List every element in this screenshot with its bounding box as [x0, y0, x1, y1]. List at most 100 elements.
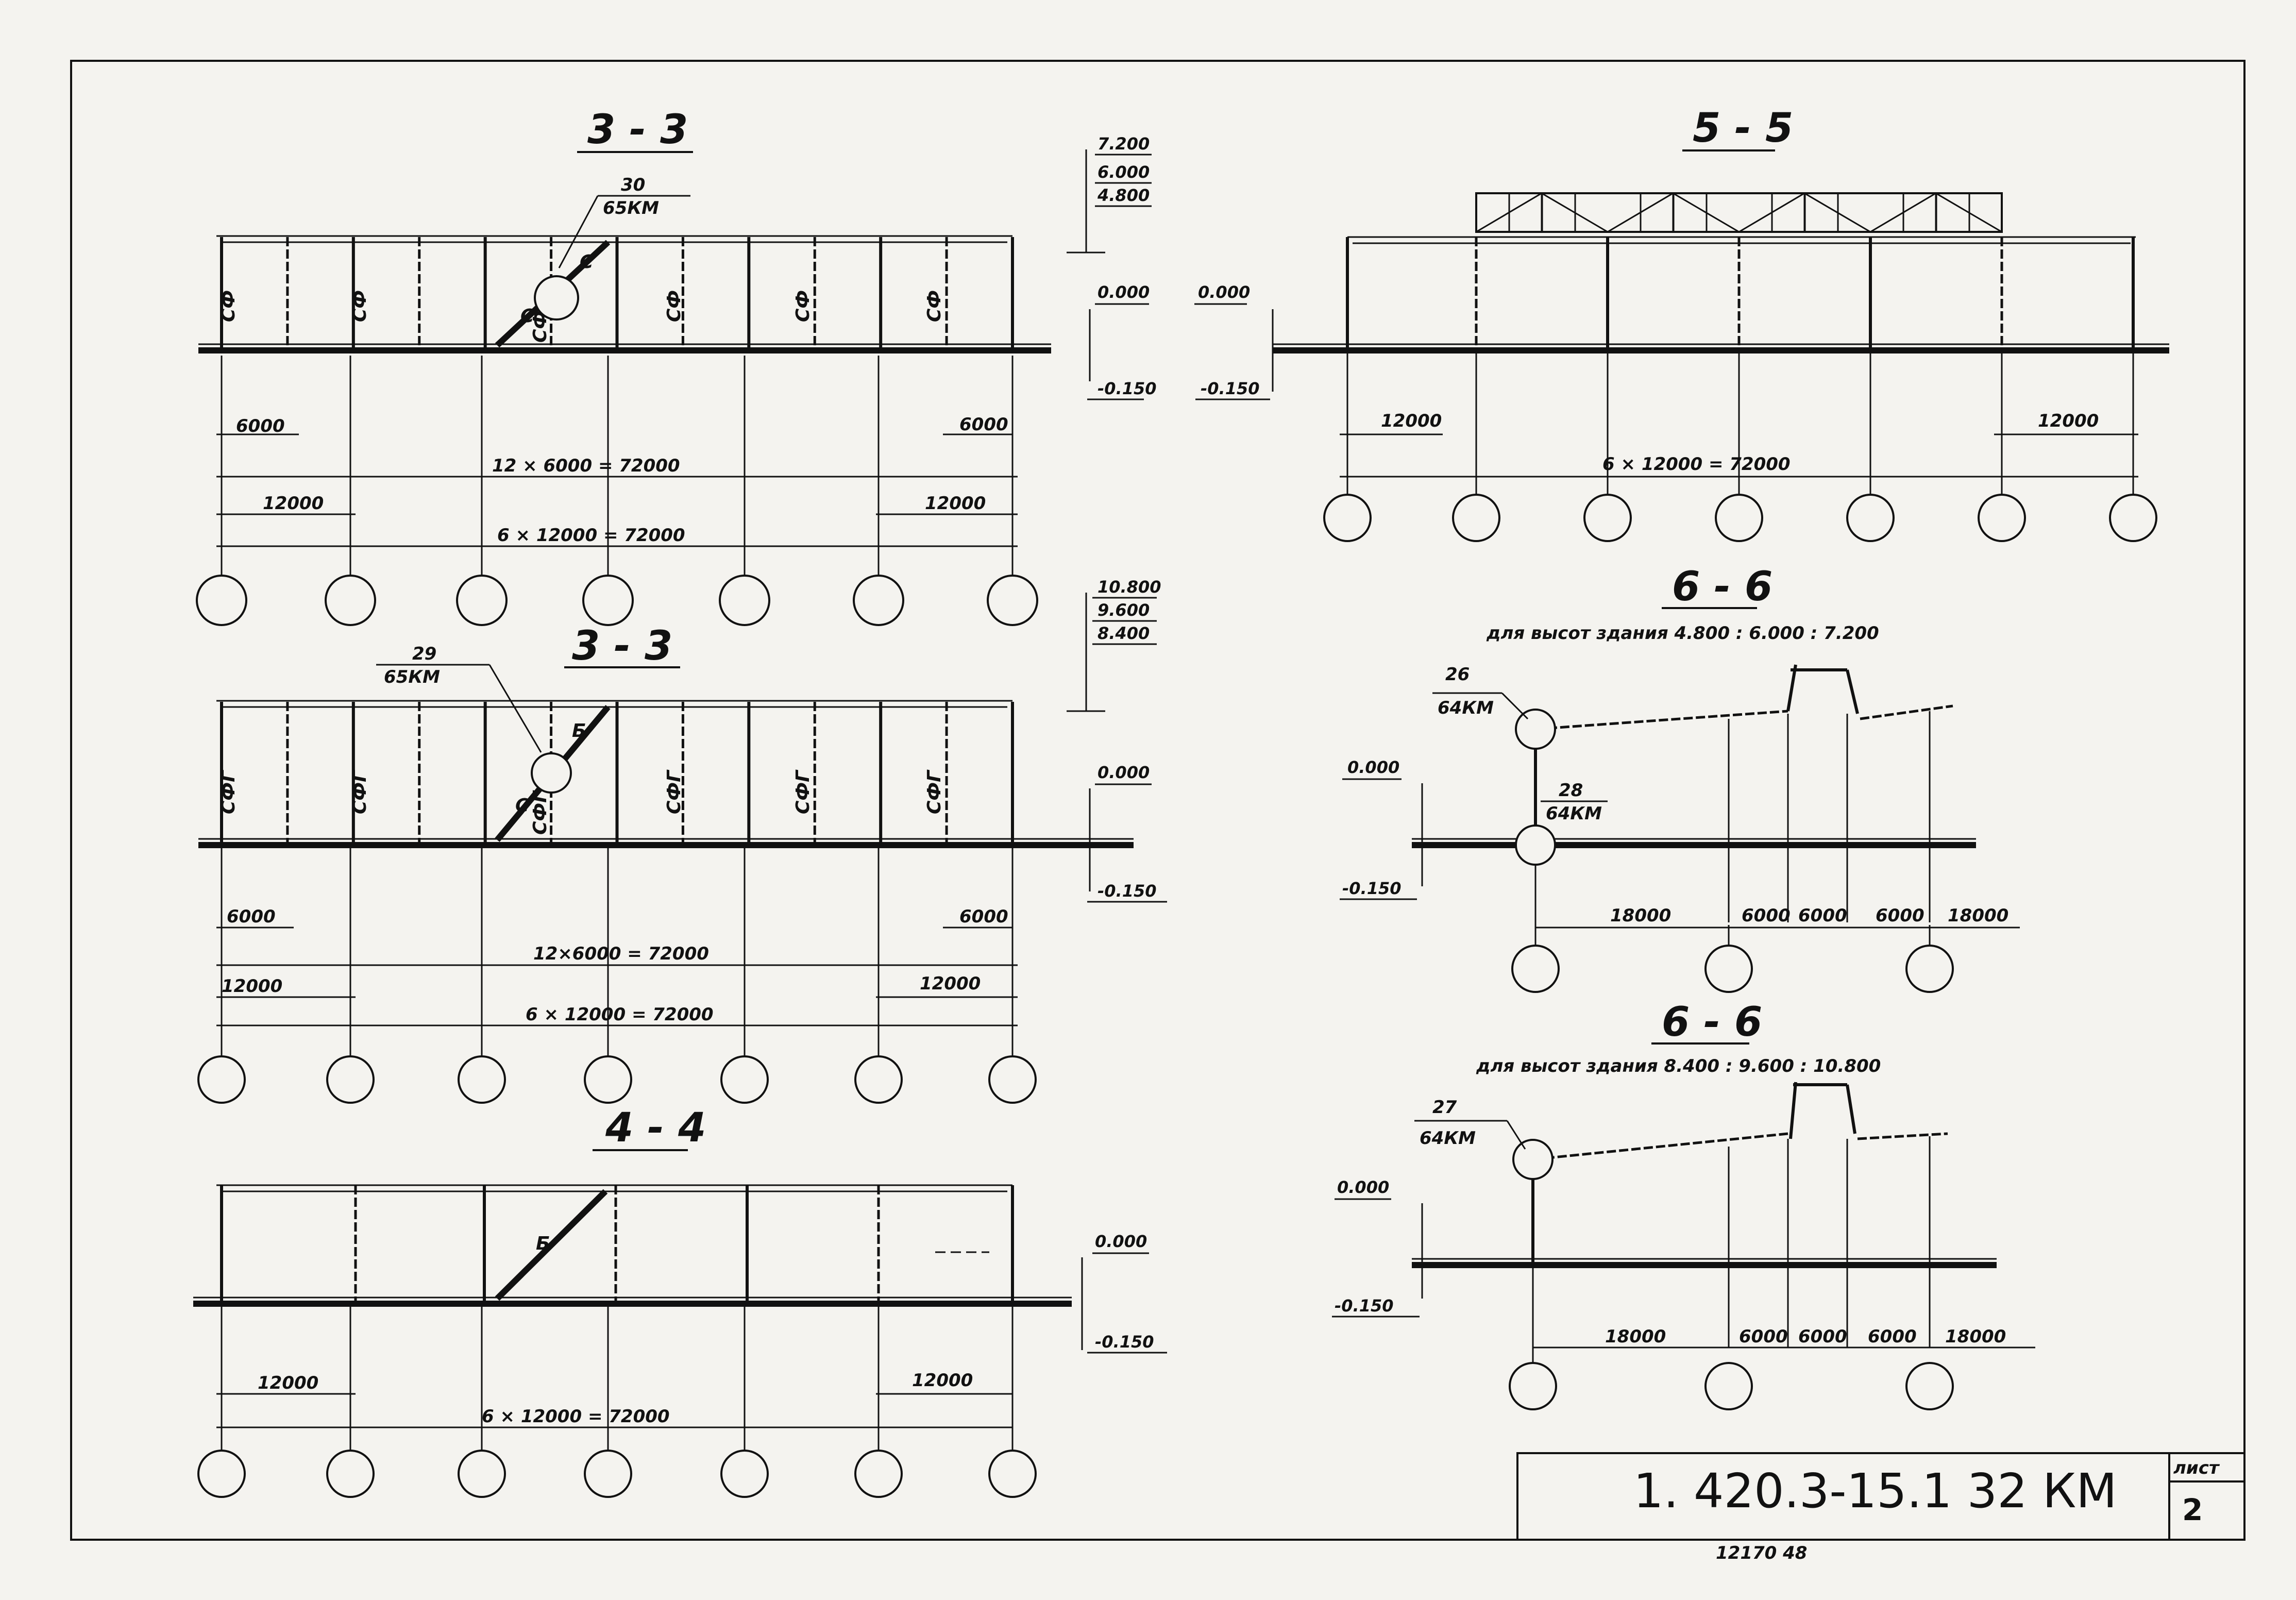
panel-label: СФ: [792, 290, 814, 322]
section-6-6-upper: 6 - 6 для высот здания 4.800 : 6.000 : 7…: [1340, 564, 2020, 993]
panel-label: СФГ: [664, 769, 685, 814]
grid-axis-bubble: [987, 575, 1038, 626]
ground-level: 0.000: [1098, 282, 1150, 302]
grid-axis-bubble: [584, 1055, 632, 1104]
brace-label: Б: [572, 720, 586, 742]
section-title: 3 - 3: [572, 623, 672, 669]
dim: 18000: [1948, 905, 2008, 926]
callout-number: 29: [412, 644, 436, 664]
dim: 18000: [1605, 1326, 1666, 1347]
section-subtitle: для высот здания 4.800 : 6.000 : 7.200: [1486, 623, 1879, 644]
grid-axis-bubble: [582, 575, 634, 626]
grid-axis-bubble: [1323, 494, 1372, 542]
callout-sheet: 64КМ: [1438, 698, 1494, 718]
panel-label: СФГ: [792, 769, 814, 814]
section-subtitle: для высот здания 8.400 : 9.600 : 10.800: [1476, 1056, 1881, 1076]
panel-label: СФГ: [349, 769, 370, 814]
dim-12000: 12000: [925, 493, 986, 514]
grid-axis-bubble: [1715, 494, 1763, 542]
dim: 6000: [1798, 905, 1847, 926]
panel-label: СФ: [924, 290, 945, 322]
ground-level: 0.000: [1198, 282, 1250, 302]
callout-sheet: 65КМ: [384, 667, 440, 687]
grid-axis-bubble: [456, 575, 508, 626]
brace-label: Б: [536, 1233, 550, 1254]
dim-12000: 12000: [2038, 411, 2099, 431]
ground-level: 0.000: [1095, 1232, 1147, 1251]
grid-axis-bubble: [853, 575, 904, 626]
dim: 18000: [1610, 905, 1671, 926]
grid-axis-bubble: [720, 1055, 769, 1104]
section-title: 6 - 6: [1672, 564, 1772, 610]
callout-number: 30: [621, 175, 645, 195]
panel-label: СФГ: [218, 769, 239, 814]
brace-label: С: [515, 795, 529, 816]
level-mark: 6.000: [1098, 162, 1150, 182]
panel-label: СФ: [349, 290, 370, 322]
callout-number: 27: [1432, 1097, 1457, 1118]
section-4-4: 4 - 4 Б 0.000 -0.150 12000 12000 6 × 120…: [193, 1105, 1167, 1498]
grid-axis-bubble: [2109, 494, 2157, 542]
dim: 6000: [1876, 905, 1924, 926]
inventory-number: 12170 48: [1716, 1543, 1807, 1563]
dim-total: 6 × 12000 = 72000: [1602, 454, 1791, 475]
document-code: 1. 420.3-15.1 32 КМ: [1633, 1463, 2117, 1519]
dim-total: 6 × 12000 = 72000: [497, 525, 685, 546]
grid-axis-bubble: [854, 1450, 903, 1498]
ground-level: 0.000: [1098, 763, 1150, 782]
section-title: 4 - 4: [605, 1105, 706, 1151]
ground-level: -0.150: [1342, 879, 1402, 898]
callout-sheet: 64КМ: [1420, 1128, 1476, 1149]
brace-label: С: [580, 251, 594, 273]
level-mark: 7.200: [1098, 134, 1150, 154]
dim-12000: 12000: [920, 973, 981, 994]
dim-total: 12×6000 = 72000: [533, 944, 709, 964]
panel-label: СФГ: [924, 769, 945, 814]
grid-axis-bubble: [988, 1055, 1037, 1104]
grid-axis-bubble: [326, 1450, 375, 1498]
ground-level: -0.150: [1335, 1296, 1394, 1316]
level-mark: 10.800: [1098, 577, 1161, 597]
grid-axis-bubble: [988, 1450, 1037, 1498]
section-3-3-upper: 3 - 3 30 65КМ СФ СФ СФ СФ СФ СФ С С 7.20…: [196, 107, 1274, 626]
drawing-frame: [70, 60, 2246, 1541]
panel-label: СФ: [218, 290, 239, 322]
ground-level: 0.000: [1337, 1177, 1389, 1197]
grid-axis-bubble: [1583, 494, 1632, 542]
dim-left: 6000: [227, 906, 276, 927]
dim-12000: 12000: [912, 1370, 973, 1391]
ground-level: -0.150: [1201, 379, 1260, 398]
grid-axis-bubble: [720, 1450, 769, 1498]
ground-level: -0.150: [1095, 1332, 1154, 1352]
dim: 18000: [1945, 1326, 2006, 1347]
dim-left: 6000: [236, 416, 285, 436]
grid-axis-bubble: [458, 1450, 506, 1498]
grid-axis-bubble: [854, 1055, 903, 1104]
grid-axis-bubble: [1452, 494, 1500, 542]
section-3-3-lower: 3 - 3 29 65КМ СФГ СФГ СФГ СФГ СФГ СФГ С …: [197, 577, 1167, 1104]
dim: 6000: [1798, 1326, 1847, 1347]
grid-axis-bubble: [584, 1450, 632, 1498]
panel-label: СФГ: [530, 790, 551, 835]
dim-right: 6000: [959, 906, 1008, 927]
section-6-6-lower: 6 - 6 для высот здания 8.400 : 9.600 : 1…: [1332, 999, 2035, 1410]
section-title: 3 - 3: [587, 107, 688, 153]
ground-level: -0.150: [1098, 379, 1157, 398]
callout-sheet: 65КМ: [603, 198, 659, 218]
grid-axis-bubble: [197, 1055, 246, 1104]
panel-label: СФ: [530, 311, 551, 343]
grid-axis-bubble: [197, 1450, 246, 1498]
level-mark: 9.600: [1098, 600, 1150, 620]
dim-12000: 12000: [258, 1373, 318, 1393]
dim-12000: 12000: [222, 976, 282, 997]
section-title: 6 - 6: [1662, 999, 1762, 1046]
level-mark: 8.400: [1098, 624, 1150, 643]
ground-level: 0.000: [1347, 757, 1399, 777]
dim: 6000: [1868, 1326, 1917, 1347]
level-mark: 4.800: [1097, 186, 1150, 205]
grid-axis-bubble: [196, 575, 247, 626]
dim-12000: 12000: [263, 493, 324, 514]
grid-axis-bubble: [326, 1055, 375, 1104]
panel-label: СФ: [664, 290, 685, 322]
